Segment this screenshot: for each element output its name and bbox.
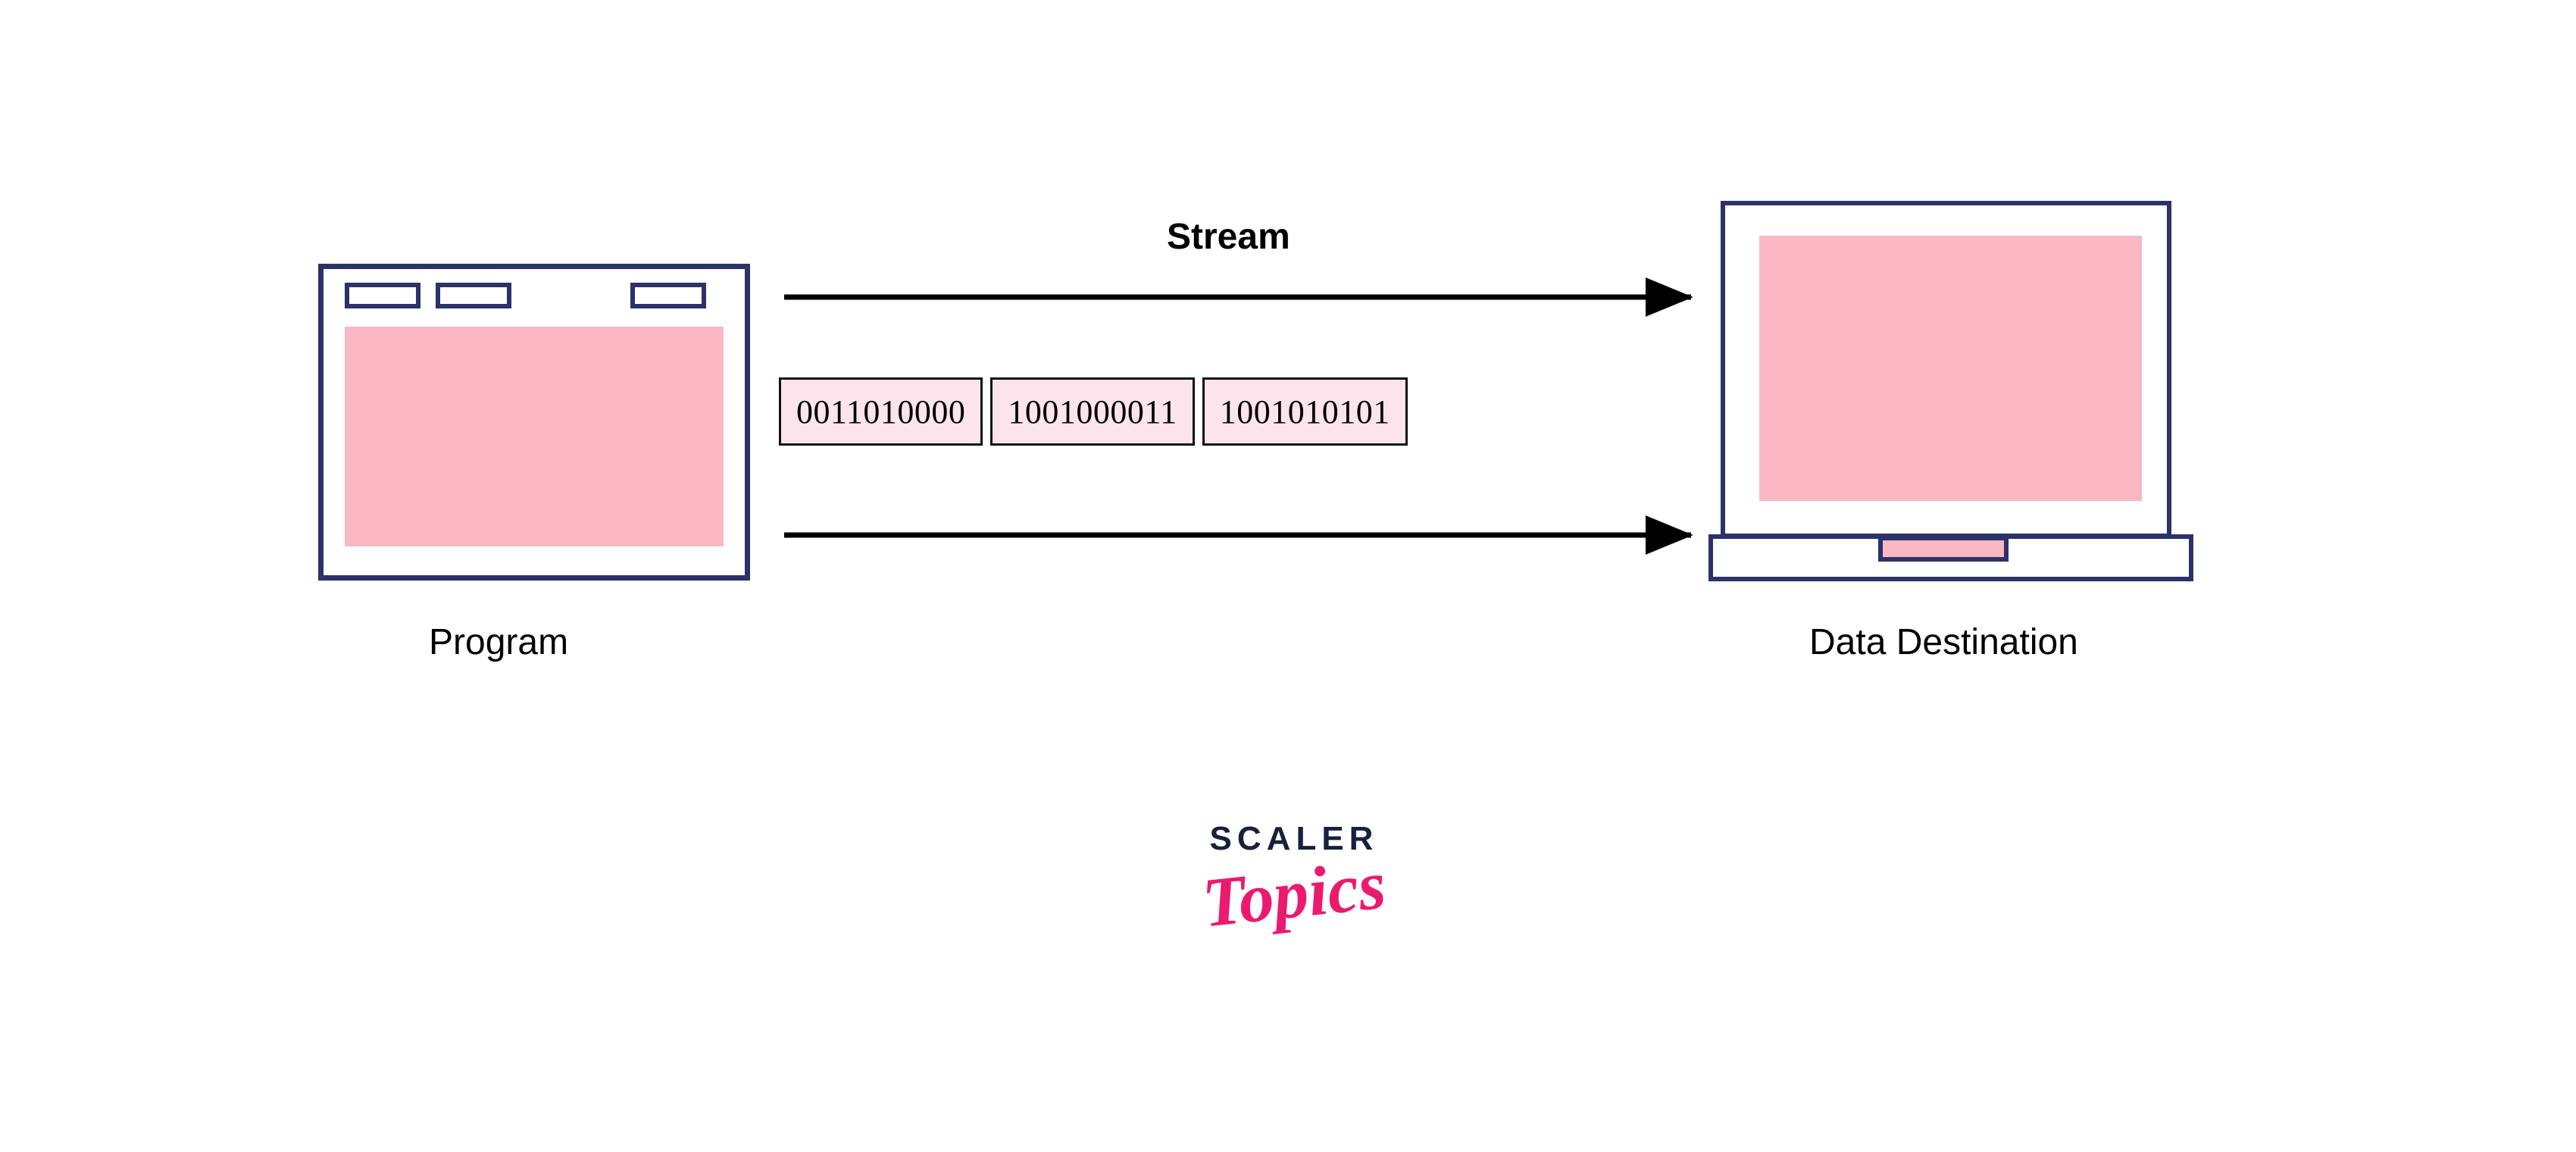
program-window: [318, 264, 750, 581]
program-caption: Program: [429, 622, 569, 662]
binary-packet-row: 0011010000 1001000011 1001010101: [779, 377, 1408, 446]
toolbar-box-2: [436, 283, 511, 308]
binary-packet: 0011010000: [779, 377, 983, 446]
scaler-topics-logo: SCALER Topics: [1173, 820, 1415, 942]
toolbar-box-1: [345, 283, 420, 308]
laptop-lid: [1721, 201, 2171, 538]
toolbar-box-3: [630, 283, 706, 308]
program-content-area: [345, 327, 724, 546]
logo-topics-text: Topics: [1199, 845, 1390, 942]
laptop-device: [1708, 201, 2193, 581]
stream-label: Stream: [1167, 217, 1290, 257]
binary-packet: 1001010101: [1202, 377, 1408, 446]
binary-packet: 1001000011: [990, 377, 1195, 446]
data-destination-caption: Data Destination: [1809, 622, 2078, 662]
logo-scaler-text: SCALER: [1209, 820, 1379, 857]
program-toolbar: [324, 283, 745, 313]
laptop-screen: [1759, 236, 2142, 501]
laptop-trackpad: [1878, 536, 2009, 562]
